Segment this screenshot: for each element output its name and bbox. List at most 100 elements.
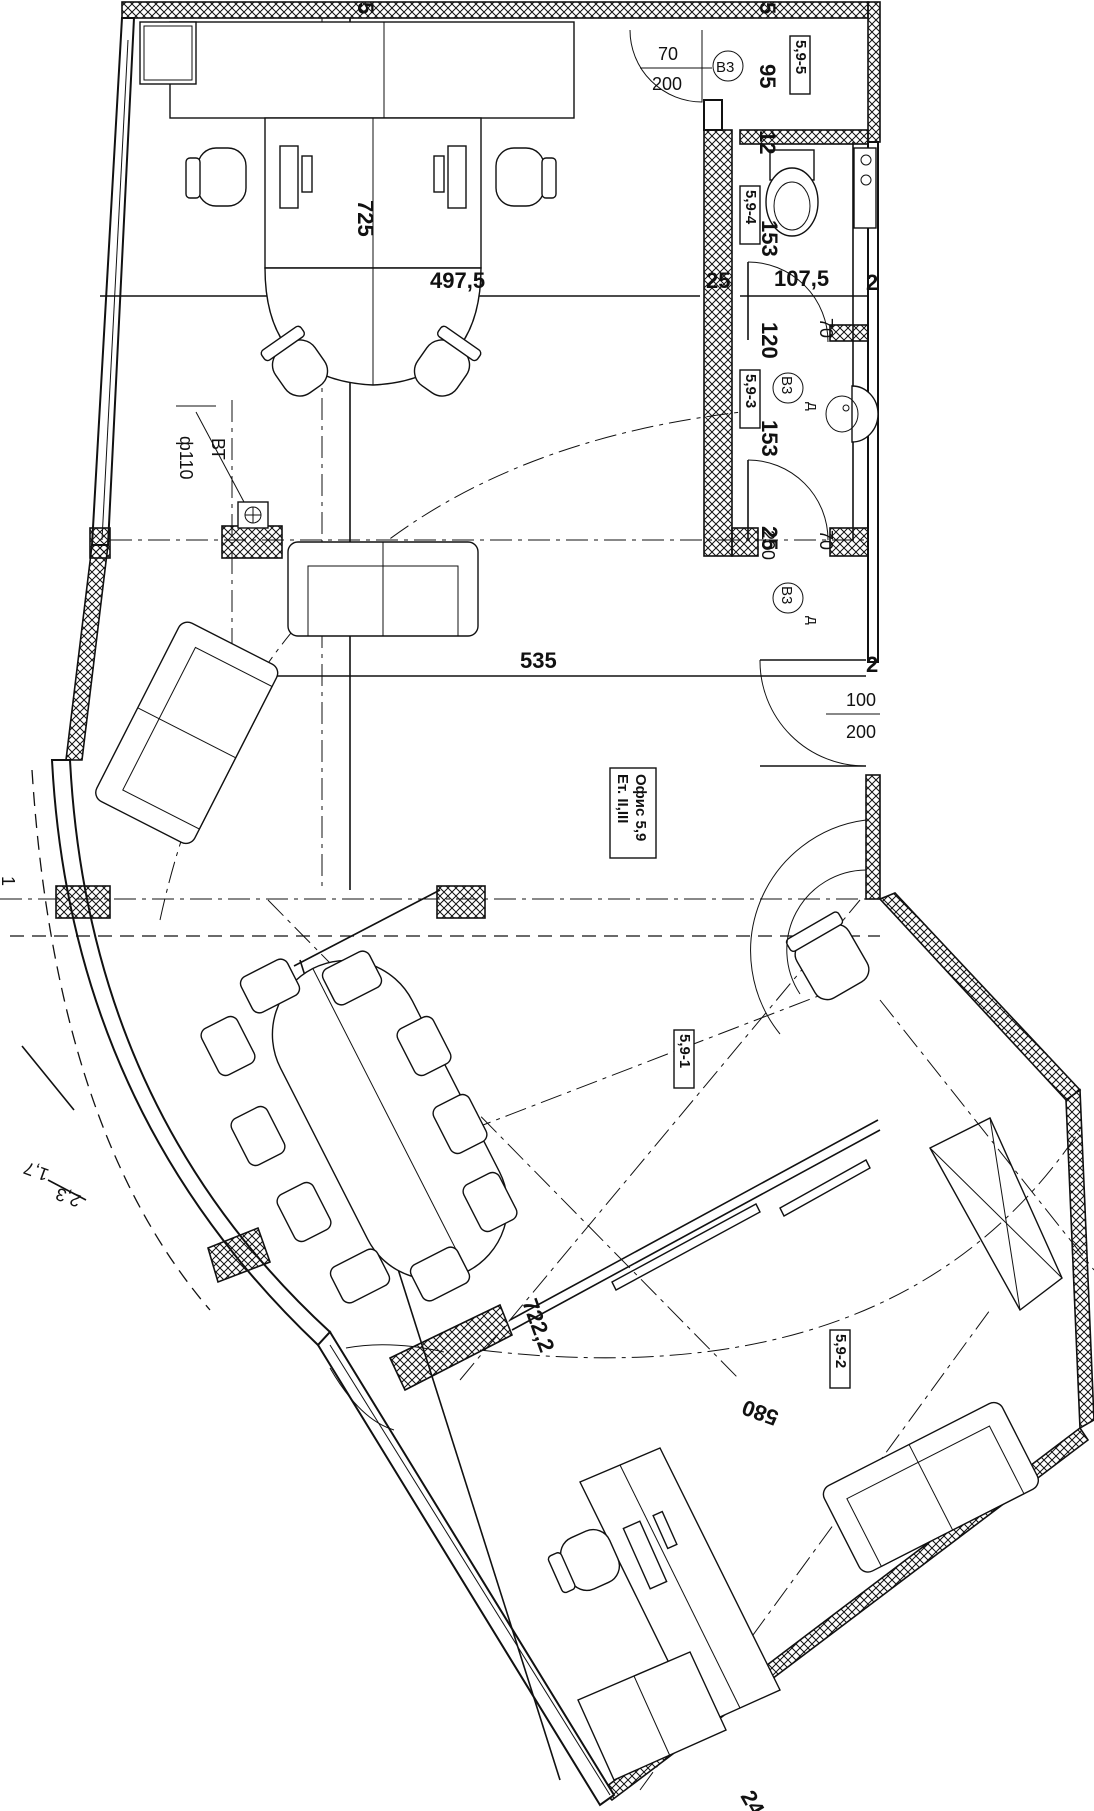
chair [321,950,383,1006]
door3-suffix: д [804,616,821,625]
dimension-95: 95 [755,64,780,88]
door2-suffix: д [804,402,821,411]
divider-wall [388,1303,514,1392]
axis-tick: 1 [0,876,18,886]
chair [413,325,482,397]
wc-bottom-wall [829,527,869,557]
door-swing-top [629,29,703,103]
sofa-left [95,621,279,845]
dimension-25-b: 25 [757,526,782,550]
right-lower-wall [1065,1088,1094,1430]
desk-top-row [169,21,575,119]
section-top: 1,7 [21,1158,51,1185]
chair [409,1246,471,1302]
workstations-top [139,21,575,397]
washbasin [825,385,879,443]
dimension-25-a: 25 [706,268,730,293]
wc-mid-wall [829,324,869,342]
wc-partition-wall [703,129,733,557]
zone-5-9-5: 5,9-5 [792,40,809,74]
monitor-left [279,145,299,209]
column-center-left [221,525,283,559]
door1-tag: B3 [716,59,734,76]
door2-width: 70 [816,318,836,338]
zone-5-9-1: 5,9-1 [676,1034,693,1068]
zone-5-9-2: 5,9-2 [832,1334,849,1368]
column-center [436,885,486,919]
wc-block [629,29,879,767]
dimension-107-5: 107,5 [774,266,829,291]
dimension-5-b: 5 [755,2,780,14]
dimension-2-b: 2 [866,652,878,677]
door2-tag: B3 [778,376,795,394]
chair [230,1105,286,1167]
conference-area [200,819,870,1304]
dimension-153-b: 153 [757,420,782,457]
vent-shaft [929,1117,1063,1312]
room-label-floor: Ет. II,III [614,774,631,823]
chair [276,1181,332,1243]
door3-height: 200 [758,530,778,560]
room-label-office: Офис 5,9 [632,774,649,841]
riser-label: ВТ [208,438,228,460]
door1-height: 200 [652,74,682,94]
monitor-lower [622,1510,678,1590]
riser-diameter: ф110 [176,436,196,480]
door-swing-main [759,659,867,767]
zone-labels: 5,9-5 5,9-4 5,9-3 5,9-1 5,9-2 Ет. II,III… [609,35,851,1389]
chair [185,147,247,207]
sofa-center [287,541,479,637]
section-marker: 1,7 2,3 1 [0,876,87,1211]
chair [396,1015,452,1077]
door3-width: 70 [816,530,836,550]
column-lower-left [55,885,111,919]
dimension-24: 24 [736,1786,770,1811]
dimension-722-2: 722,2 [517,1295,559,1355]
riser-pipe: ВТ ф110 [176,405,269,529]
monitor-right [447,145,467,209]
cabinet [139,21,197,85]
internal-walls [55,99,1063,1392]
chair [547,1528,621,1594]
door-tags: 70 200 B3 70 B3 70 200 B3 д д 100 200 [640,44,880,742]
wall-fixture [853,147,877,229]
left-wall-mid [65,544,109,761]
dimension-5-a: 5 [353,2,378,14]
wc-top-wall [739,129,869,145]
right-wall-top [867,1,881,143]
chair [239,958,301,1014]
dimension-12: 12 [755,130,780,154]
chair [200,1015,256,1077]
chair [329,1248,391,1304]
door1-width: 70 [658,44,678,64]
dimension-120: 120 [757,322,782,359]
door4-height: 200 [846,722,876,742]
chair [495,147,557,207]
chair [462,1171,518,1233]
dimension-725: 725 [353,200,378,237]
armchair [785,911,870,1001]
column-left [89,527,111,559]
chair [260,325,329,397]
door3-tag: B3 [778,586,795,604]
door-swing-wc [747,261,829,343]
door-swing-hall [747,459,829,541]
zone-5-9-3: 5,9-3 [742,374,759,408]
door-swing-lower [750,819,867,1035]
lower-left-wall [316,1330,616,1807]
dimension-497-5: 497,5 [430,268,485,293]
chair [432,1093,488,1155]
dimension-580: 580 [739,1395,782,1431]
lounge-area: ВТ ф110 [95,405,479,845]
toilet [765,149,819,237]
sofa-lower [822,1401,1040,1573]
right-diagonal-wall [878,892,1082,1102]
door4-width: 100 [846,690,876,710]
zone-5-9-4: 5,9-4 [742,190,759,225]
column-curve [207,1226,272,1284]
left-wall-upper [90,17,136,546]
dimension-535: 535 [520,648,557,673]
section-bottom: 2,3 [53,1184,83,1211]
office-5-9-2 [329,1344,1040,1781]
dimension-153-a: 153 [757,220,782,257]
